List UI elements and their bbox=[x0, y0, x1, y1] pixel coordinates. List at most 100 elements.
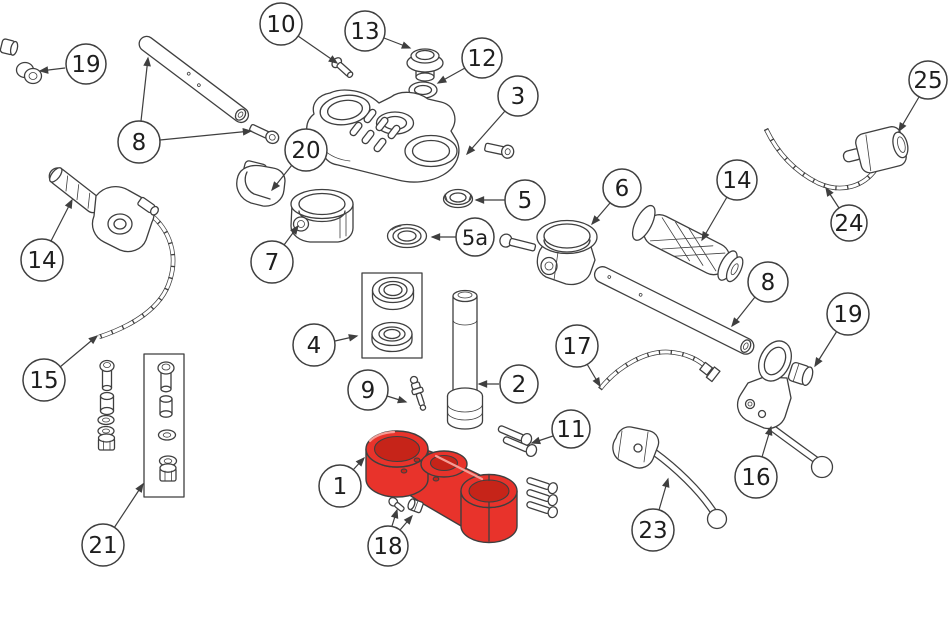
throttle-clamp-drawing bbox=[499, 219, 598, 286]
callout-balloon-19-left[interactable]: 19 bbox=[38, 43, 107, 85]
callout-balloon-3[interactable]: 3 bbox=[466, 75, 539, 156]
callout-balloon-17[interactable]: 17 bbox=[555, 324, 601, 388]
callout-label-6: 6 bbox=[615, 176, 630, 202]
callout-balloon-20[interactable]: 20 bbox=[271, 128, 328, 192]
callout-circle-20[interactable] bbox=[284, 128, 328, 172]
callout-circle-6[interactable] bbox=[602, 168, 642, 208]
callout-balloon-1[interactable]: 1 bbox=[318, 456, 365, 508]
callout-balloon-13[interactable]: 13 bbox=[344, 10, 412, 52]
upper-bearing-drawing bbox=[371, 276, 415, 311]
callout-circle-17[interactable] bbox=[555, 324, 599, 368]
callout-leader-25 bbox=[898, 96, 920, 133]
callout-circle-15[interactable] bbox=[22, 358, 66, 402]
callout-balloon-11[interactable]: 11 bbox=[530, 409, 591, 449]
callout-balloon-21[interactable]: 21 bbox=[81, 482, 144, 567]
callout-label-24: 24 bbox=[834, 211, 863, 237]
callout-circle-9[interactable] bbox=[347, 369, 389, 411]
callout-balloon-8-left[interactable]: 8 bbox=[117, 56, 253, 164]
callout-leader-18 bbox=[390, 508, 399, 527]
callout-circle-21[interactable] bbox=[81, 523, 125, 567]
lower-triple-clamp-drawing[interactable] bbox=[365, 430, 518, 544]
upper-bearing-race-drawing bbox=[386, 223, 428, 249]
switch-cable-drawing bbox=[763, 128, 878, 191]
callout-balloon-8-right[interactable]: 8 bbox=[731, 261, 789, 328]
callout-balloon-19-right[interactable]: 19 bbox=[814, 292, 870, 368]
callout-balloon-12[interactable]: 12 bbox=[436, 37, 503, 84]
callout-circle-4[interactable] bbox=[292, 323, 336, 367]
callout-label-11: 11 bbox=[556, 417, 585, 443]
callout-circle-16[interactable] bbox=[734, 455, 778, 499]
callout-leader-8-left bbox=[140, 56, 151, 122]
callout-leader-7 bbox=[283, 224, 299, 246]
bar-end-cap-right-drawing bbox=[787, 361, 814, 386]
callout-circle-24[interactable] bbox=[830, 204, 868, 242]
brake-lever-assembly-drawing bbox=[736, 340, 834, 479]
callout-label-18: 18 bbox=[373, 534, 402, 560]
callout-label-15: 15 bbox=[29, 368, 58, 394]
callout-label-5a: 5a bbox=[462, 226, 488, 250]
callout-label-14-right: 14 bbox=[722, 168, 751, 194]
callout-balloon-7[interactable]: 7 bbox=[250, 224, 299, 284]
callout-circle-5[interactable] bbox=[504, 179, 546, 221]
pinch-bolt-drawing bbox=[484, 142, 515, 159]
callout-balloon-4[interactable]: 4 bbox=[292, 323, 359, 367]
callout-circle-19-right[interactable] bbox=[826, 292, 870, 336]
callout-label-8-right: 8 bbox=[761, 270, 776, 296]
callout-circle-8-right[interactable] bbox=[747, 261, 789, 303]
callout-balloon-5[interactable]: 5 bbox=[474, 179, 546, 221]
callout-balloon-5a[interactable]: 5a bbox=[430, 217, 495, 257]
callout-circle-10[interactable] bbox=[259, 2, 303, 46]
callout-leader-23 bbox=[658, 477, 670, 511]
callout-balloon-14-right[interactable]: 14 bbox=[701, 159, 758, 242]
callout-label-10: 10 bbox=[266, 12, 295, 38]
callout-leader-6 bbox=[591, 202, 611, 226]
callout-circle-2[interactable] bbox=[499, 364, 539, 404]
callout-leader-14-right bbox=[701, 196, 728, 242]
callout-label-16: 16 bbox=[741, 465, 770, 491]
callout-circle-1[interactable] bbox=[318, 464, 362, 508]
callout-leader-12 bbox=[436, 67, 466, 84]
callout-leader-9 bbox=[386, 395, 408, 404]
callout-circle-19-left[interactable] bbox=[65, 43, 107, 85]
callout-label-8-left: 8 bbox=[132, 130, 147, 156]
callout-leader-8-right bbox=[731, 296, 756, 328]
callout-balloon-15[interactable]: 15 bbox=[22, 335, 99, 402]
callout-leader-14-left bbox=[50, 198, 73, 242]
callout-circle-25[interactable] bbox=[908, 60, 948, 100]
callout-circle-23[interactable] bbox=[631, 508, 675, 552]
callout-balloon-10[interactable]: 10 bbox=[259, 2, 339, 64]
callout-circle-5a[interactable] bbox=[455, 217, 495, 257]
callout-label-7: 7 bbox=[265, 250, 280, 276]
callout-balloon-18[interactable]: 18 bbox=[367, 508, 413, 567]
clutch-cable-drawing bbox=[98, 212, 176, 340]
callout-circle-18[interactable] bbox=[367, 525, 409, 567]
callout-circle-12[interactable] bbox=[461, 37, 503, 79]
callout-leader-21 bbox=[113, 482, 144, 529]
callout-balloon-16[interactable]: 16 bbox=[734, 425, 778, 499]
callout-balloon-6[interactable]: 6 bbox=[591, 168, 642, 226]
callout-balloon-2[interactable]: 2 bbox=[477, 364, 539, 404]
callout-leader-3 bbox=[466, 110, 506, 156]
callout-circle-3[interactable] bbox=[497, 75, 539, 117]
bearing-kit-box-drawing bbox=[361, 272, 423, 359]
callout-label-5: 5 bbox=[518, 188, 533, 214]
callout-balloon-14-left[interactable]: 14 bbox=[20, 198, 73, 282]
callout-circle-11[interactable] bbox=[551, 409, 591, 449]
clutch-lever-assembly-drawing bbox=[48, 167, 159, 253]
callout-balloon-9[interactable]: 9 bbox=[347, 369, 408, 411]
callout-leader-10 bbox=[297, 35, 339, 64]
callout-leader-17 bbox=[586, 363, 601, 388]
stem-nut-drawing bbox=[406, 48, 444, 82]
callout-label-23: 23 bbox=[638, 518, 667, 544]
steering-head-clamp-drawing bbox=[290, 188, 354, 243]
callout-circle-7[interactable] bbox=[250, 240, 294, 284]
steering-stem-drawing bbox=[446, 289, 484, 430]
callout-balloon-23[interactable]: 23 bbox=[631, 477, 675, 552]
callout-circle-14-left[interactable] bbox=[20, 238, 64, 282]
callout-balloon-24[interactable]: 24 bbox=[825, 186, 868, 242]
callout-balloon-25[interactable]: 25 bbox=[898, 60, 948, 133]
callout-circle-13[interactable] bbox=[344, 10, 386, 52]
callout-label-17: 17 bbox=[562, 334, 591, 360]
callout-circle-14-right[interactable] bbox=[716, 159, 758, 201]
callout-circle-8-left[interactable] bbox=[117, 120, 161, 164]
